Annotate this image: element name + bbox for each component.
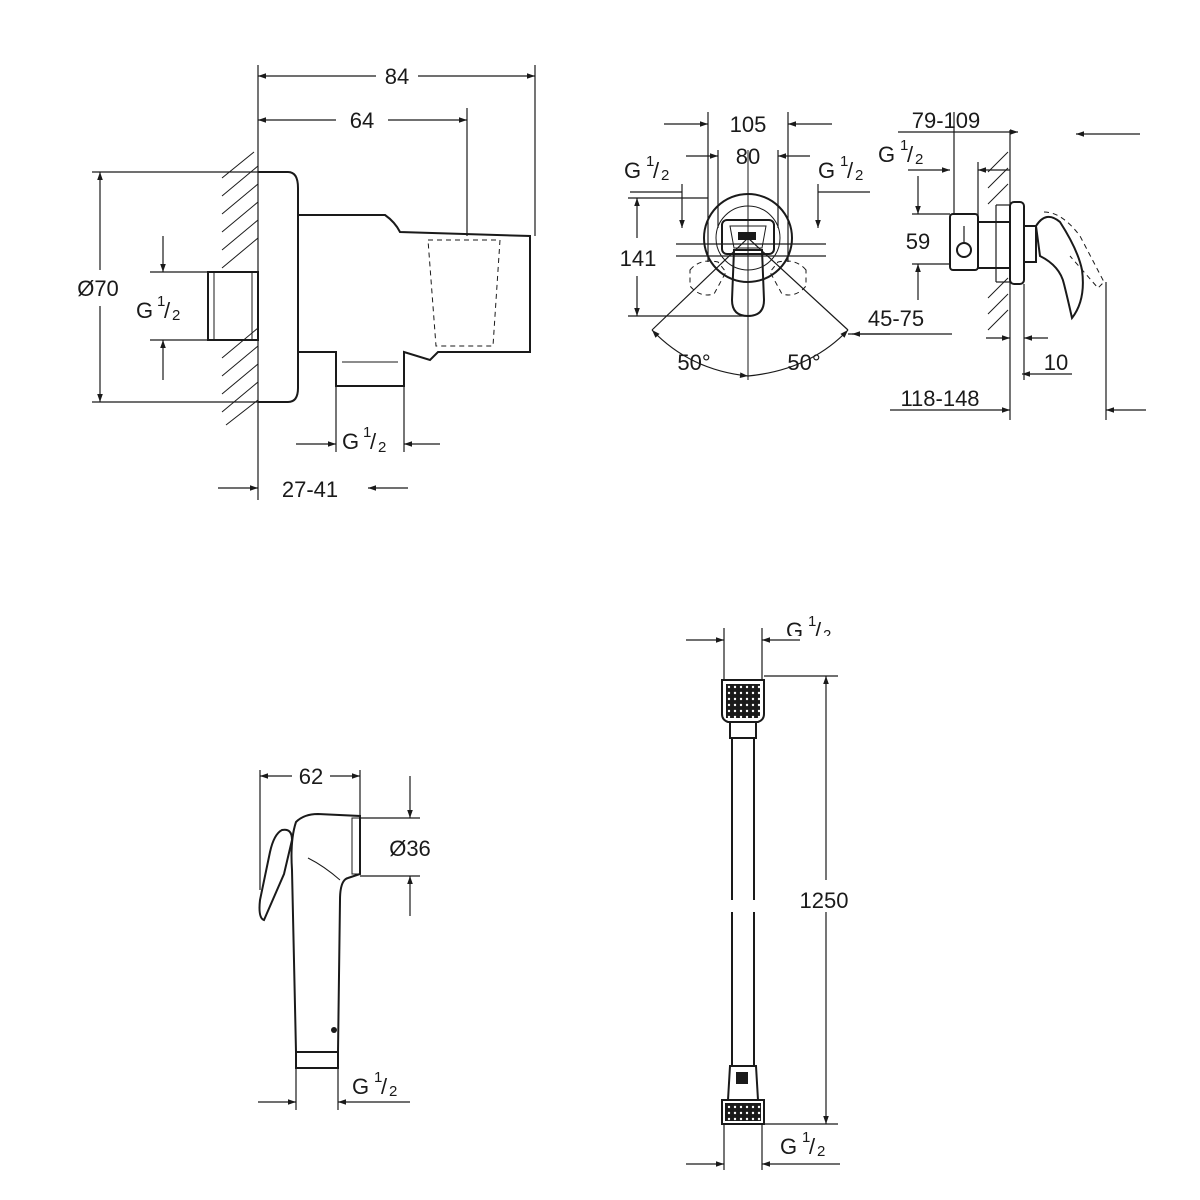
svg-text:1: 1	[374, 1069, 382, 1086]
dim-118-148-label: 118-148	[900, 386, 979, 411]
dim-27-41-label: 27-41	[282, 477, 338, 502]
dim-59-label: 59	[906, 229, 930, 254]
escutcheon-side	[1009, 201, 1025, 285]
svg-text:1: 1	[157, 293, 165, 310]
svg-text:1: 1	[900, 137, 908, 154]
svg-text:/: /	[847, 158, 854, 183]
svg-text:1: 1	[802, 1129, 810, 1146]
svg-text:G: G	[624, 158, 641, 183]
holder-body	[298, 214, 531, 387]
thread-label-hose-bottom: G 1 / 2	[780, 1129, 825, 1160]
svg-text:/: /	[809, 1134, 816, 1159]
dim-dia36-label: Ø36	[389, 836, 431, 861]
svg-text:G: G	[818, 158, 835, 183]
svg-text:2: 2	[915, 151, 923, 168]
svg-text:G: G	[136, 298, 153, 323]
svg-text:1: 1	[808, 613, 816, 630]
dim-105-label: 105	[730, 112, 767, 137]
trigger-lever	[258, 828, 294, 922]
dim-64-label: 64	[350, 108, 374, 133]
svg-text:/: /	[907, 142, 914, 167]
svg-text:/: /	[164, 298, 171, 323]
thread-label-hand-shower: G 1 / 2	[352, 1069, 397, 1100]
dim-10-label: 10	[1044, 350, 1068, 375]
svg-text:1: 1	[363, 424, 371, 441]
svg-text:2: 2	[823, 627, 831, 644]
dim-141-label: 141	[620, 246, 657, 271]
svg-text:2: 2	[172, 307, 180, 324]
svg-text:2: 2	[389, 1083, 397, 1100]
thread-label-bottom: G 1 / 2	[342, 424, 386, 456]
svg-text:2: 2	[661, 167, 669, 184]
svg-text:G: G	[342, 429, 359, 454]
hand-shower-thread	[295, 1051, 339, 1069]
holder-cone-hidden	[427, 239, 501, 347]
wall-elbow-view: 84 64 Ø70 G 1 / 2 G 1 / 2	[77, 64, 536, 502]
dim-dia70-label: Ø70	[77, 276, 119, 301]
flange	[258, 171, 299, 403]
svg-text:/: /	[381, 1074, 388, 1099]
thread-label-side: G 1 / 2	[878, 137, 923, 168]
lever-side	[1034, 215, 1084, 321]
svg-text:G: G	[352, 1074, 369, 1099]
dim-45-75-label: 45-75	[868, 306, 924, 331]
svg-text:1: 1	[646, 153, 654, 170]
hand-shower-view: 62 Ø36 G 1 / 2	[258, 764, 431, 1110]
svg-text:/: /	[653, 158, 660, 183]
svg-text:2: 2	[817, 1143, 825, 1160]
angle-left-label: 50°	[677, 350, 710, 375]
svg-text:1: 1	[840, 153, 848, 170]
wall-hatch-right	[987, 151, 1009, 331]
dim-62-label: 62	[299, 764, 323, 789]
wall-hatch-left	[221, 151, 259, 426]
dim-1250-label: 1250	[800, 888, 849, 913]
svg-text:G: G	[878, 142, 895, 167]
hand-shower-body	[290, 812, 361, 1053]
svg-text:/: /	[370, 429, 377, 454]
hose-view: G 1 / 2 1250 G	[686, 613, 848, 1170]
thread-label-front-right: G 1 / 2	[818, 153, 863, 184]
svg-text:/: /	[815, 618, 822, 643]
angle-right-label: 50°	[787, 350, 820, 375]
thread-label-front-left: G 1 / 2	[624, 153, 669, 184]
inlet-thread	[207, 271, 259, 341]
thread-label-hose-top: G 1 / 2	[786, 613, 831, 644]
dim-84-label: 84	[385, 64, 409, 89]
thread-label-left: G 1 / 2	[136, 293, 180, 324]
svg-text:G: G	[780, 1134, 797, 1159]
valve-side-view: 79-109 G 1 / 2 59 10 118-148	[878, 108, 1146, 420]
dim-79-109-label: 79-109	[912, 108, 981, 133]
svg-text:2: 2	[378, 439, 386, 456]
dim-80-label: 80	[736, 144, 760, 169]
hose-nut-top	[721, 679, 765, 723]
svg-text:2: 2	[855, 167, 863, 184]
valve-front-view: 105 80 G 1 / 2 G 1 / 2 141	[620, 112, 952, 380]
svg-text:G: G	[786, 618, 803, 643]
